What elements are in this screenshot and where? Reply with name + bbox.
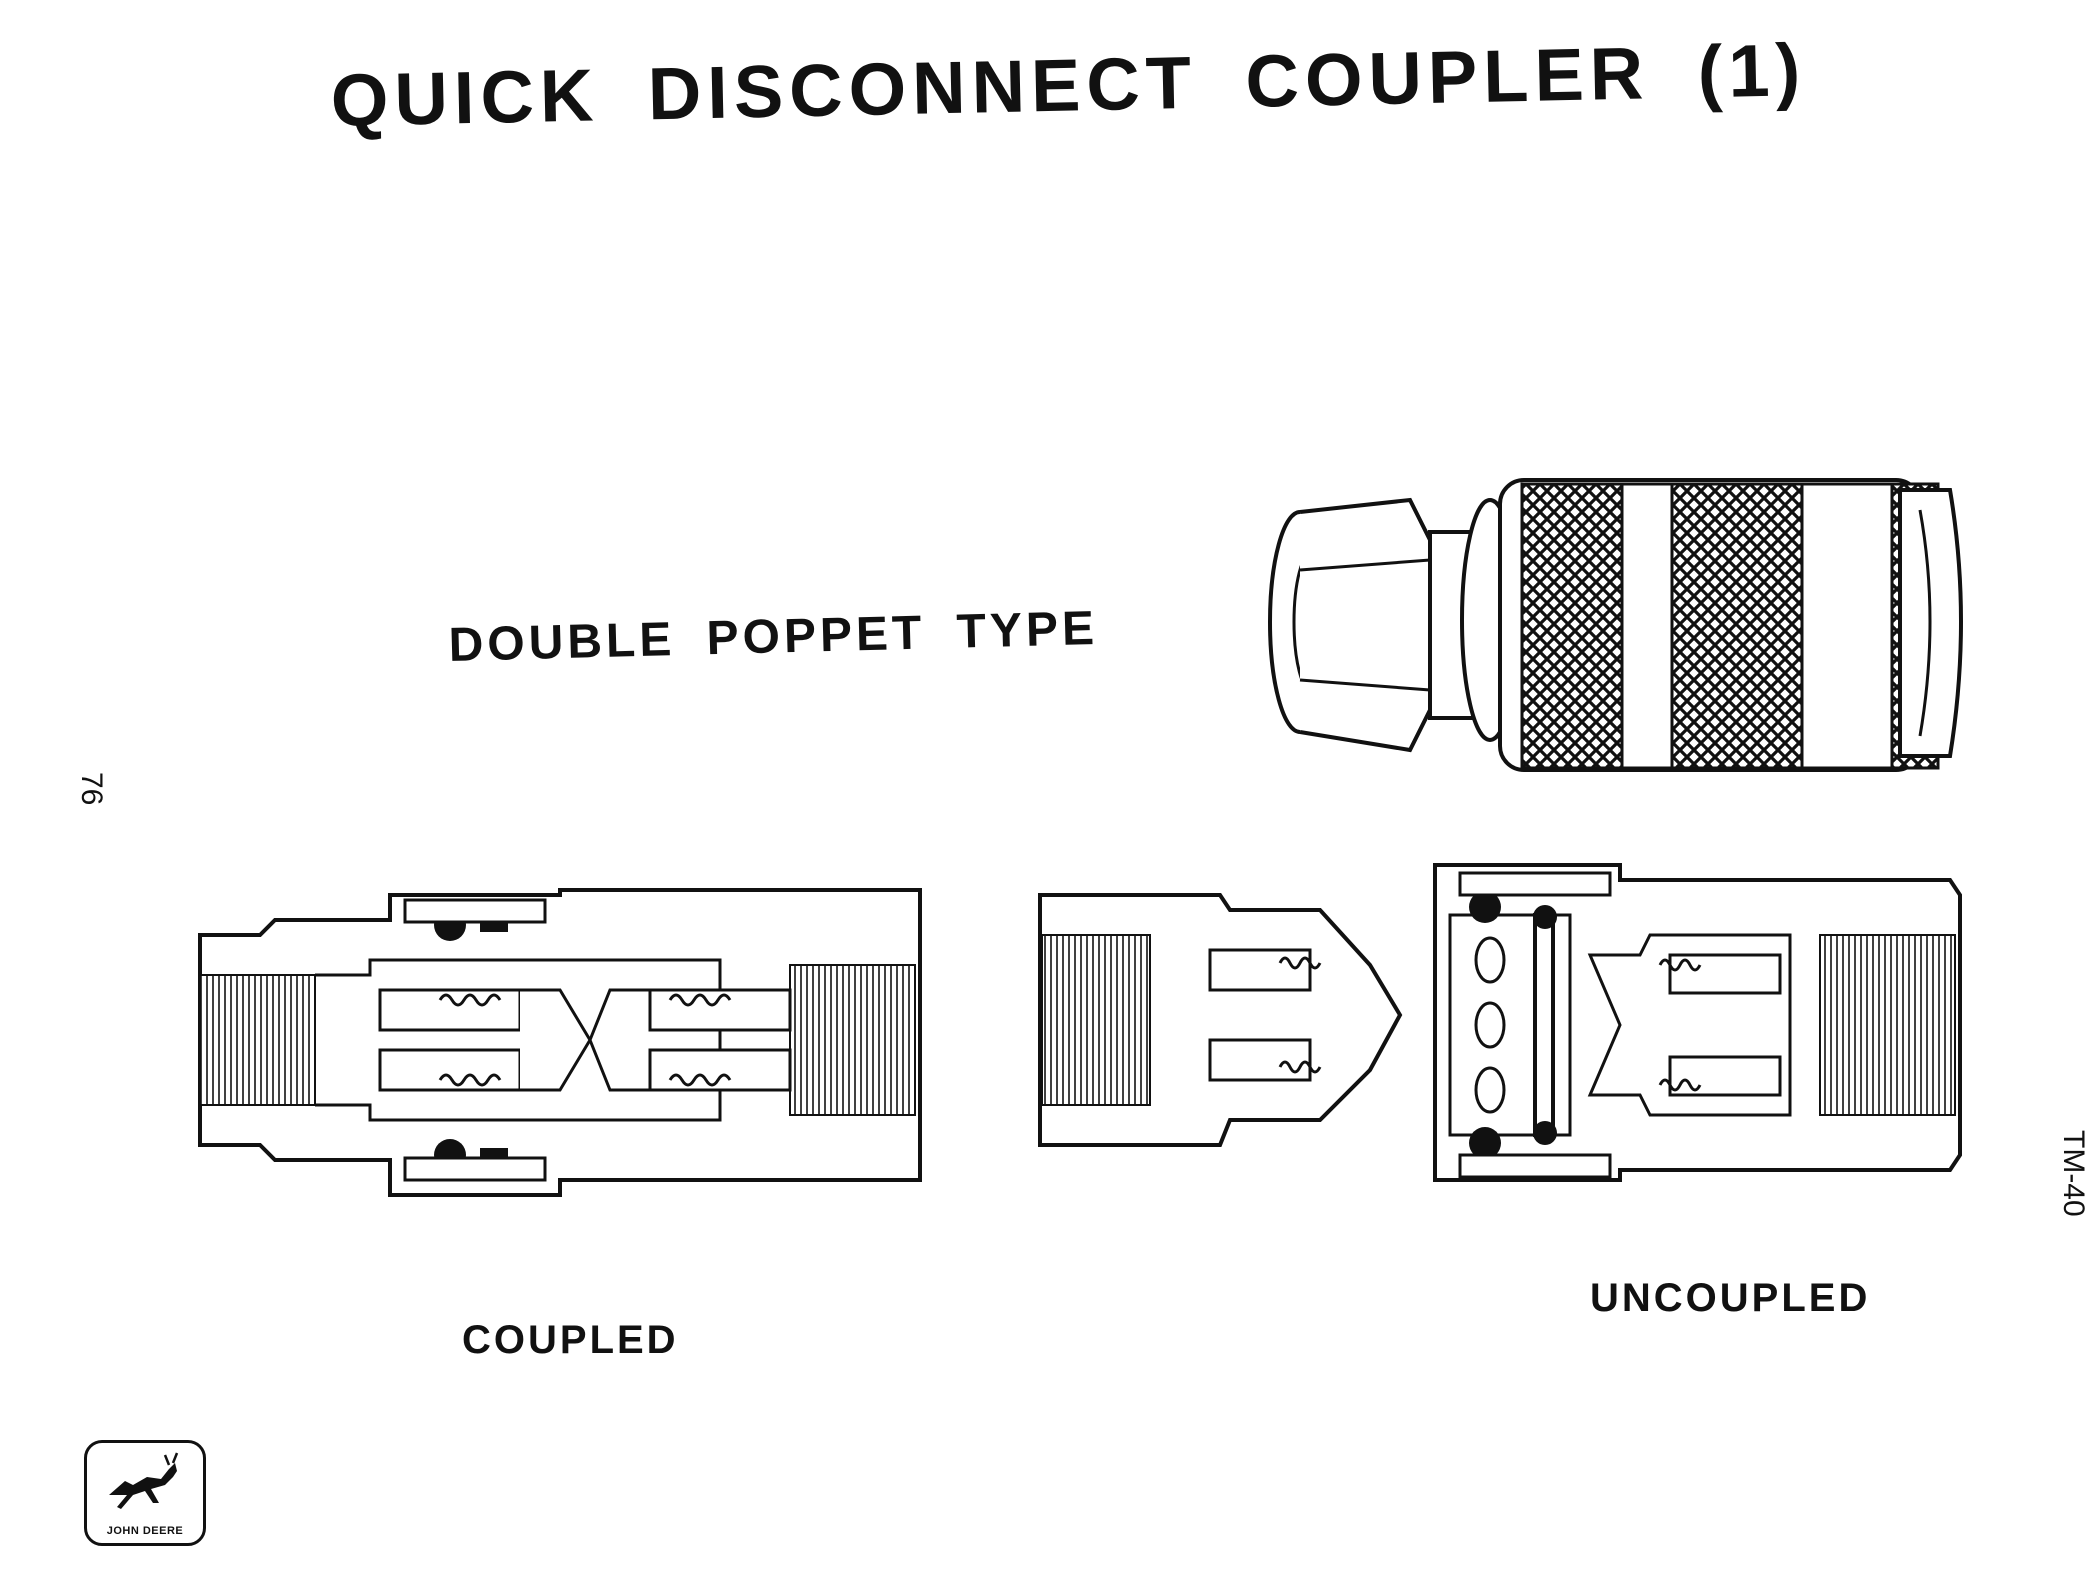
page-title: QUICK DISCONNECT COUPLER (1) <box>330 28 1808 142</box>
deer-icon <box>109 1452 179 1509</box>
john-deere-logo: JOHN DEERE <box>84 1440 206 1546</box>
coupler-external-view <box>1268 478 1963 772</box>
coupled-cross-section <box>198 888 922 1197</box>
page-number: 76 <box>75 772 108 806</box>
label-coupled: COUPLED <box>462 1318 679 1362</box>
label-uncoupled: UNCOUPLED <box>1590 1276 1871 1320</box>
uncoupled-cross-section <box>1038 863 1962 1182</box>
document-code: TM-40 <box>2057 1130 2090 1217</box>
subtitle-double-poppet: DOUBLE POPPET TYPE <box>448 601 1099 672</box>
logo-text: JOHN DEERE <box>106 1525 184 1537</box>
